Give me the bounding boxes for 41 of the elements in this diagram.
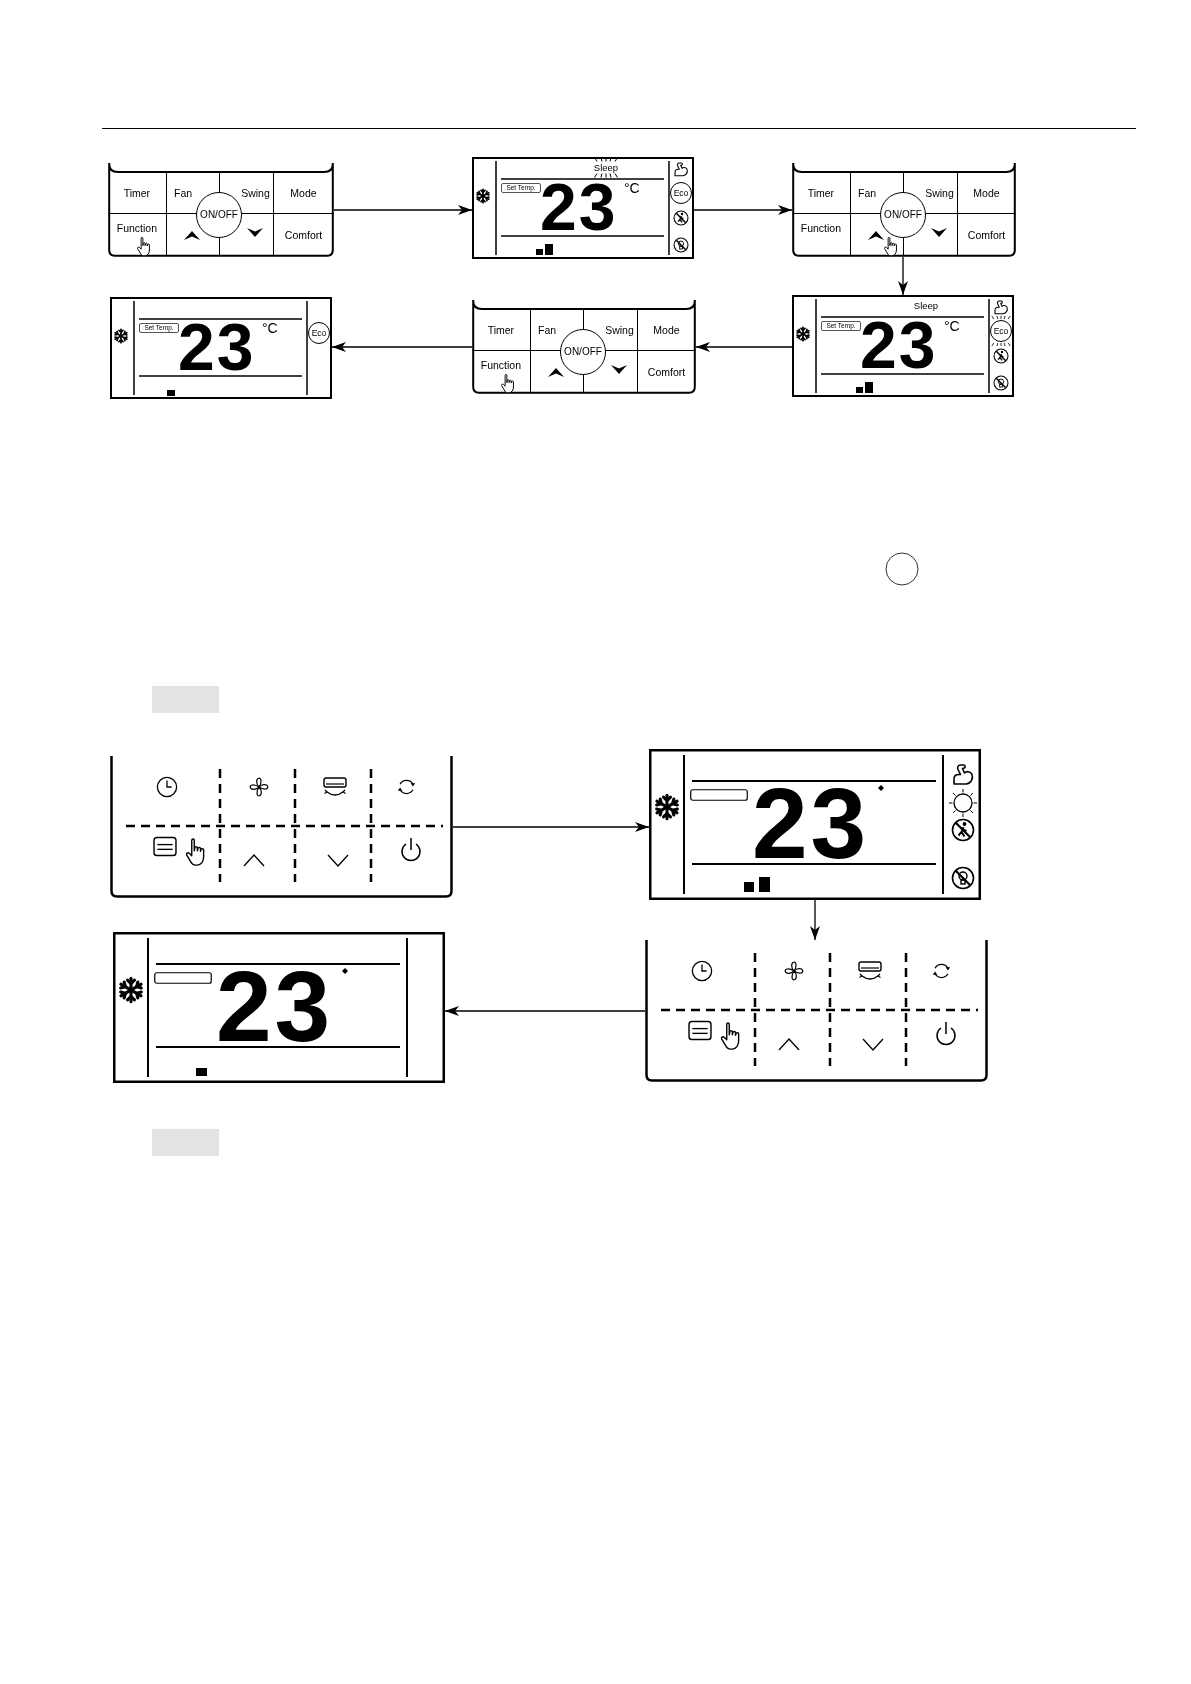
lcd-display — [113, 932, 445, 1083]
indicator-label: Sleep — [912, 300, 940, 311]
keypad-key: Mode — [957, 172, 1016, 213]
temperature-digits: 23 — [860, 320, 938, 370]
keypad-key: Mode — [637, 309, 696, 350]
keypad-panel — [108, 163, 334, 257]
unit-label: °C — [624, 181, 640, 195]
keypad-key: Timer — [108, 172, 167, 213]
keypad-key: Timer — [792, 172, 851, 213]
arrow — [695, 342, 793, 352]
arrow — [444, 1006, 646, 1016]
keypad-key: Comfort — [273, 213, 334, 256]
lcd-display — [472, 157, 694, 259]
arrow — [693, 205, 793, 215]
temperature-digits: 23 — [178, 322, 256, 372]
temperature-digits: 23 — [540, 182, 618, 232]
arrow — [333, 205, 473, 215]
unit-label: °C — [944, 319, 960, 333]
temperature-digits: 23 — [216, 969, 334, 1044]
arrow — [810, 899, 820, 941]
lcd-display — [110, 297, 332, 399]
keypad-key: Timer — [472, 309, 531, 350]
keypad-panel — [110, 756, 453, 898]
lcd-display — [792, 295, 1014, 397]
arrow — [331, 342, 473, 352]
indicator-label: Sleep — [592, 162, 620, 173]
keypad-key: Mode — [273, 172, 334, 213]
round-key: ON/OFF — [560, 329, 606, 375]
keypad-key: Comfort — [957, 213, 1016, 256]
arrow — [452, 822, 650, 832]
arrow — [898, 256, 908, 296]
lcd-display — [649, 749, 981, 900]
unit-label: °C — [262, 321, 278, 335]
round-key: ON/OFF — [880, 192, 926, 238]
round-key: ON/OFF — [196, 192, 242, 238]
keypad-key: Function — [792, 213, 851, 256]
keypad-key: Comfort — [637, 350, 696, 393]
keypad-panel — [472, 300, 696, 394]
temperature-digits: 23 — [752, 786, 870, 861]
keypad-panel — [792, 163, 1016, 257]
keypad-panel — [645, 940, 988, 1082]
